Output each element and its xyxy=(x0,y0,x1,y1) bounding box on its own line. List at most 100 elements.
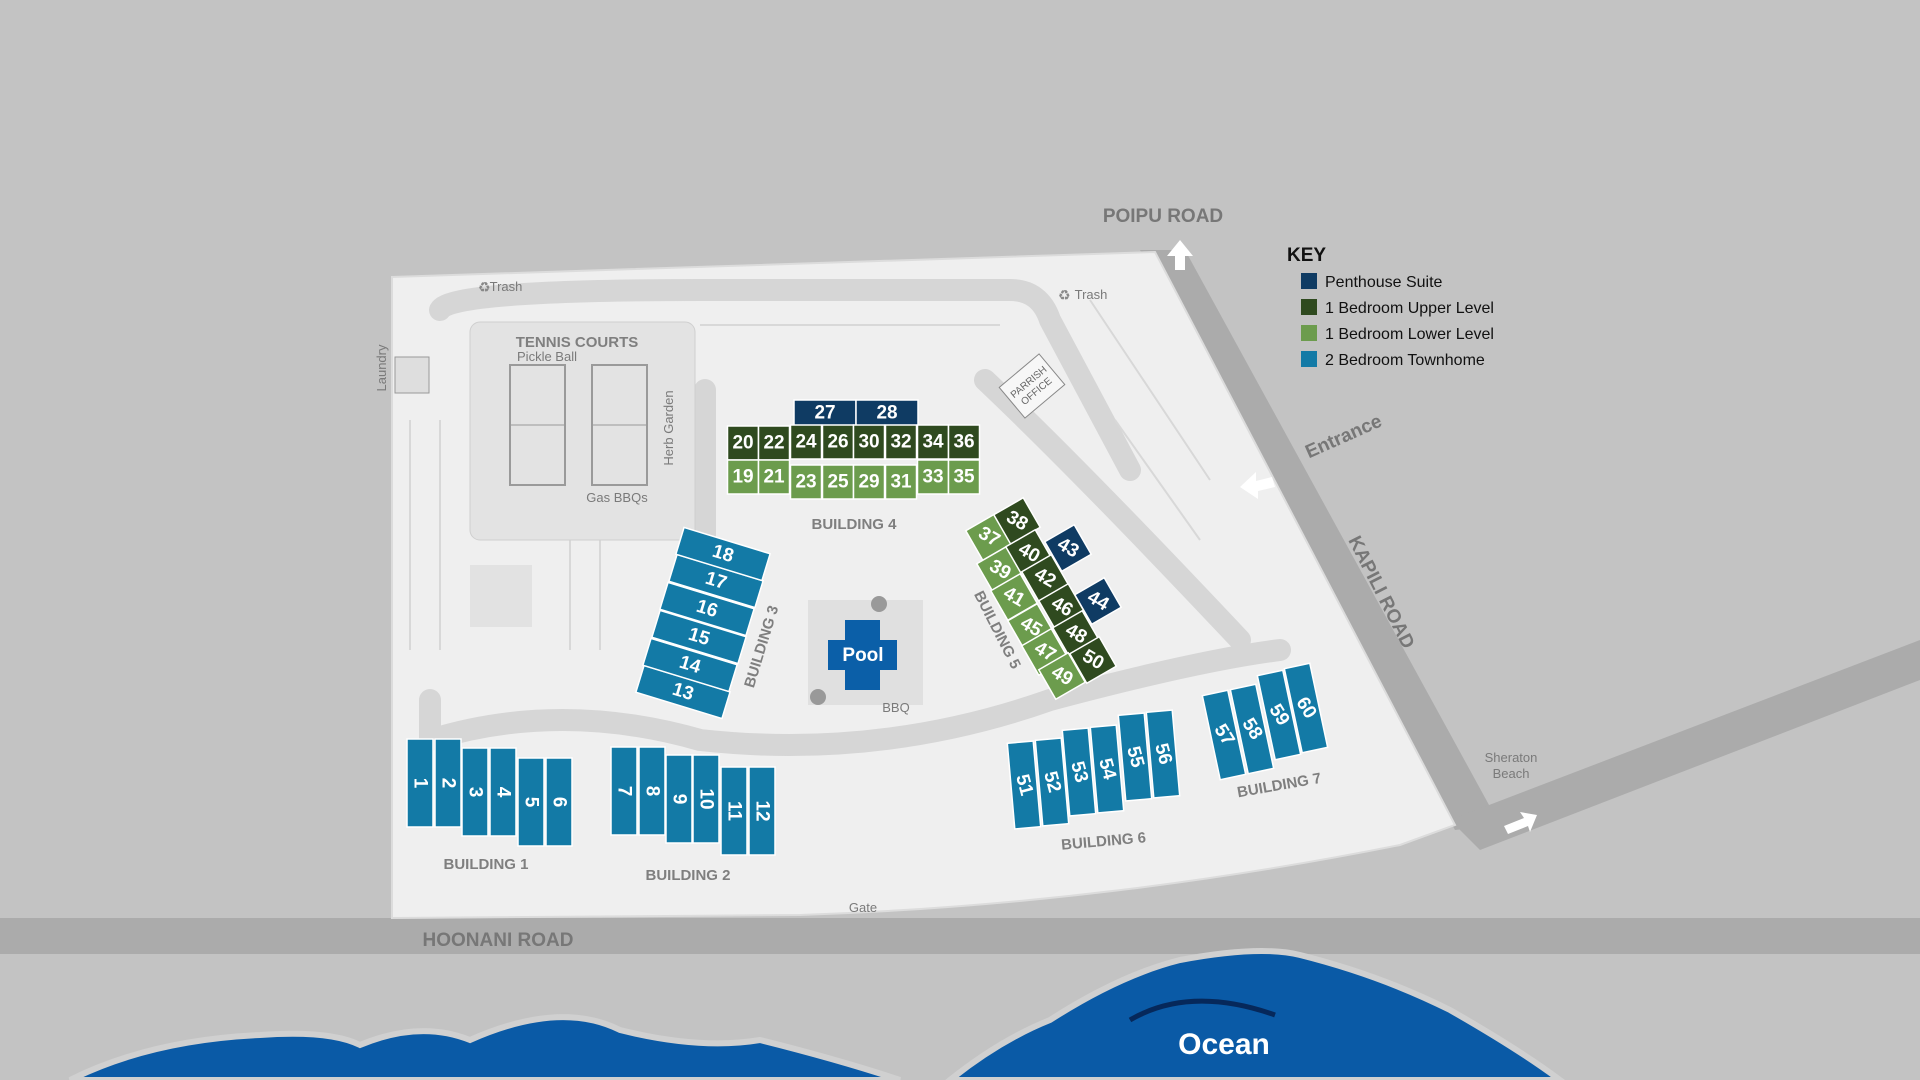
unit-shape xyxy=(748,766,776,856)
laundry-label: Laundry xyxy=(374,344,389,391)
unit-4[interactable]: 4 xyxy=(489,747,517,837)
unit-shape xyxy=(720,766,748,856)
trash-icon-2: ♻ xyxy=(1058,287,1071,303)
unit-shape xyxy=(947,424,981,460)
unit-shape xyxy=(855,399,919,427)
unit-29[interactable]: 29 xyxy=(852,464,886,500)
unit-shape xyxy=(1061,727,1097,817)
pool[interactable] xyxy=(828,620,897,690)
unit-14[interactable]: 14 xyxy=(641,637,739,693)
unit-22[interactable]: 22 xyxy=(757,425,791,461)
unit-number: 9 xyxy=(669,794,690,805)
unit-8[interactable]: 8 xyxy=(638,746,666,836)
unit-27[interactable]: 27 xyxy=(793,399,857,427)
herb-garden-label: Herb Garden xyxy=(661,390,676,465)
unit-60[interactable]: 60 xyxy=(1283,662,1329,754)
unit-shape xyxy=(489,747,517,837)
unit-35[interactable]: 35 xyxy=(947,459,981,495)
unit-21[interactable]: 21 xyxy=(757,459,791,495)
unit-number: 21 xyxy=(763,467,785,488)
beach-road xyxy=(1450,640,1920,850)
unit-11[interactable]: 11 xyxy=(720,766,748,856)
unit-41[interactable]: 41 xyxy=(989,572,1039,622)
unit-51[interactable]: 51 xyxy=(1006,740,1042,830)
unit-number: 24 xyxy=(795,432,817,453)
unit-34[interactable]: 34 xyxy=(916,424,950,460)
unit-30[interactable]: 30 xyxy=(852,424,886,460)
unit-3[interactable]: 3 xyxy=(461,747,489,837)
unit-5[interactable]: 5 xyxy=(517,757,545,847)
unit-12[interactable]: 12 xyxy=(748,766,776,856)
unit-shape xyxy=(517,757,545,847)
wave-icon xyxy=(1128,998,1276,1023)
unit-number: 8 xyxy=(642,786,663,797)
unit-number: 30 xyxy=(858,432,879,453)
unit-57[interactable]: 57 xyxy=(1201,689,1247,781)
unit-36[interactable]: 36 xyxy=(947,424,981,460)
bbq-label: BBQ xyxy=(882,700,909,715)
unit-number: 32 xyxy=(890,432,911,453)
unit-32[interactable]: 32 xyxy=(884,424,918,460)
legend-label-upper: 1 Bedroom Upper Level xyxy=(1325,300,1494,317)
unit-shape xyxy=(947,459,981,495)
legend-label-penthouse: Penthouse Suite xyxy=(1325,274,1443,291)
unit-2[interactable]: 2 xyxy=(434,738,462,828)
unit-53[interactable]: 53 xyxy=(1061,727,1097,817)
parking-rows xyxy=(409,299,1211,650)
driveways xyxy=(419,279,1291,756)
unit-18[interactable]: 18 xyxy=(674,526,772,582)
unit-15[interactable]: 15 xyxy=(650,609,748,665)
unit-1[interactable]: 1 xyxy=(406,738,434,828)
unit-42[interactable]: 42 xyxy=(1020,553,1070,603)
unit-23[interactable]: 23 xyxy=(789,464,823,500)
unit-56[interactable]: 56 xyxy=(1145,709,1181,799)
trash-label-1: Trash xyxy=(490,279,523,294)
unit-number: 11 xyxy=(724,801,745,822)
unit-25[interactable]: 25 xyxy=(821,464,855,500)
unit-number: 23 xyxy=(795,472,816,493)
unit-shape xyxy=(674,526,772,582)
gate-label: Gate xyxy=(849,900,877,915)
unit-number: 12 xyxy=(752,800,773,821)
unit-16[interactable]: 16 xyxy=(658,581,756,637)
unit-38[interactable]: 38 xyxy=(992,496,1042,546)
unit-shape xyxy=(650,609,748,665)
unit-20[interactable]: 20 xyxy=(726,425,760,461)
unit-55[interactable]: 55 xyxy=(1117,712,1153,802)
unit-49[interactable]: 49 xyxy=(1037,651,1087,701)
unit-6[interactable]: 6 xyxy=(545,757,573,847)
beach-label: Beach xyxy=(1493,766,1530,781)
unit-24[interactable]: 24 xyxy=(789,424,823,460)
unit-58[interactable]: 58 xyxy=(1229,683,1275,775)
unit-shape xyxy=(1006,740,1042,830)
entrance-label: Entrance xyxy=(1302,411,1385,463)
unit-54[interactable]: 54 xyxy=(1089,724,1125,814)
unit-9[interactable]: 9 xyxy=(665,754,693,844)
unit-33[interactable]: 33 xyxy=(916,459,950,495)
unit-shape xyxy=(1283,662,1329,754)
unit-shape xyxy=(916,424,950,460)
unit-43[interactable]: 43 xyxy=(1043,523,1093,573)
unit-shape xyxy=(610,746,638,836)
unit-28[interactable]: 28 xyxy=(855,399,919,427)
unit-52[interactable]: 52 xyxy=(1034,737,1070,827)
unit-19[interactable]: 19 xyxy=(726,459,760,495)
unit-shape xyxy=(638,746,666,836)
unit-number: 27 xyxy=(814,403,835,424)
unit-59[interactable]: 59 xyxy=(1256,669,1302,761)
legend-title: KEY xyxy=(1287,245,1326,266)
unit-31[interactable]: 31 xyxy=(884,464,918,500)
unit-shape xyxy=(793,399,857,427)
unit-number: 4 xyxy=(493,787,514,798)
unit-7[interactable]: 7 xyxy=(610,746,638,836)
unit-10[interactable]: 10 xyxy=(692,754,720,844)
legend-label-townhome: 2 Bedroom Townhome xyxy=(1325,352,1485,369)
unit-26[interactable]: 26 xyxy=(821,424,855,460)
sheraton-label: Sheraton xyxy=(1485,750,1538,765)
legend-swatch-townhome xyxy=(1301,351,1317,367)
unit-50[interactable]: 50 xyxy=(1068,635,1118,685)
